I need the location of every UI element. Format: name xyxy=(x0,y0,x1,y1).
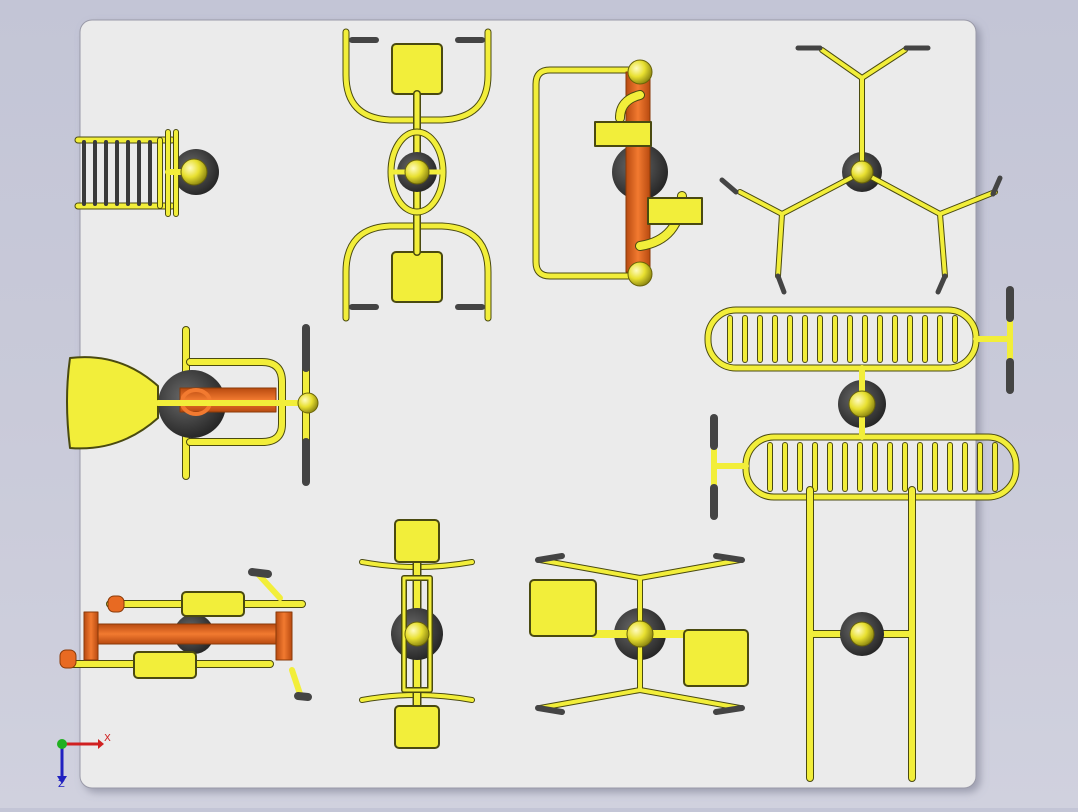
triad-x-label: X xyxy=(104,733,111,744)
multi-arm-rotator[interactable] xyxy=(719,45,1003,295)
triad-z-label: Z xyxy=(58,779,65,790)
leg-press-rower[interactable] xyxy=(59,568,312,701)
y-axis-dot xyxy=(57,739,67,749)
double-seat-swing-rider[interactable] xyxy=(342,28,492,322)
saddle-rider[interactable] xyxy=(66,324,319,486)
coordinate-triad xyxy=(57,739,104,784)
standing-twister[interactable] xyxy=(532,59,703,287)
double-seat-rotator[interactable] xyxy=(529,553,749,715)
double-seat-pedal[interactable] xyxy=(359,519,475,749)
double-ladder-press[interactable] xyxy=(704,286,1020,520)
ladder-climber[interactable] xyxy=(74,129,219,217)
parallel-bars[interactable] xyxy=(806,486,916,782)
